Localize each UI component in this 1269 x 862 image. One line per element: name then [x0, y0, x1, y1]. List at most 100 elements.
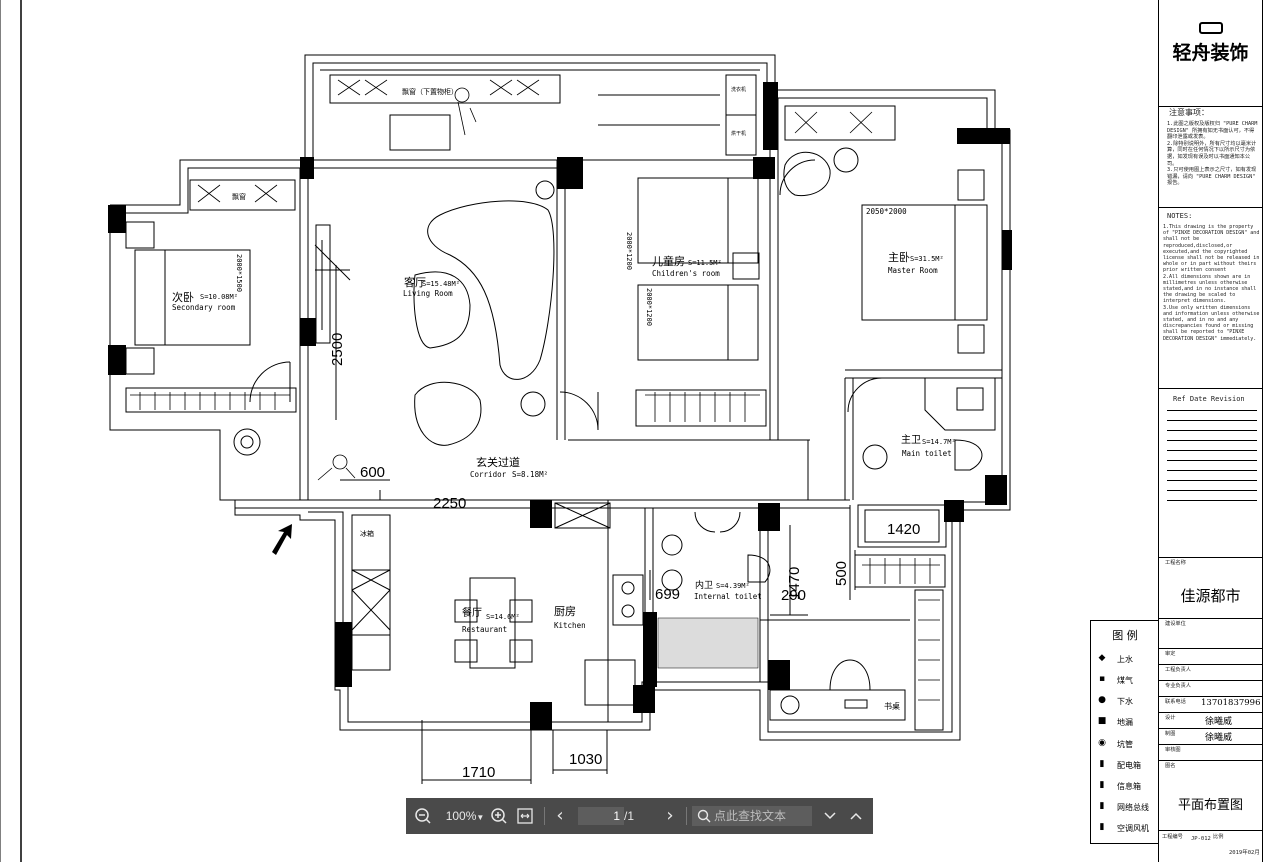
- legend-symbol-icon: ▮: [1099, 801, 1105, 811]
- children-room-cn: 儿童房: [652, 255, 685, 268]
- dimension-1710: 1710: [462, 764, 496, 781]
- notes-cn: 1.此图之版权及版权归 "PURE CHARM DESIGN" 所拥有如无书面认…: [1167, 121, 1258, 187]
- legend-item: ■ 地漏: [1091, 712, 1159, 733]
- bed-children-1-size: 2000*1200: [625, 232, 633, 270]
- previous-page-button[interactable]: ‹: [550, 798, 570, 834]
- legend-item: ▮ 空调风机: [1091, 818, 1159, 839]
- search-next-button[interactable]: [820, 798, 840, 834]
- legend-item: ▮ 网络总线: [1091, 797, 1159, 818]
- master-room-cn: 主卧: [888, 251, 910, 264]
- legend-item-label: 煤气: [1117, 676, 1133, 685]
- legend-item-label: 坑管: [1117, 740, 1133, 749]
- legend-symbol-icon: ▮: [1099, 759, 1105, 769]
- legend-symbol-icon: ■: [1097, 716, 1107, 726]
- legend-symbol-icon: ◉: [1098, 738, 1106, 748]
- bed-master-size: 2050*2000: [866, 207, 907, 216]
- legend-item: ● 下水: [1091, 691, 1159, 712]
- revision-header: Ref Date Revision: [1173, 395, 1245, 403]
- search-previous-button[interactable]: [846, 798, 866, 834]
- legend-symbol-icon: ▪: [1098, 674, 1106, 684]
- company-logo-icon: [1199, 22, 1223, 34]
- notes-en-title: NOTES:: [1167, 212, 1193, 220]
- legend-item: ▮ 配电箱: [1091, 755, 1159, 776]
- field-phone: 联系电话: [1165, 699, 1186, 705]
- scale-label: 比例: [1213, 834, 1224, 840]
- main-toilet-en: Main toilet: [902, 449, 952, 458]
- chevron-right-icon: ›: [666, 805, 674, 826]
- legend-symbol-icon: ▮: [1099, 822, 1105, 832]
- viewer-toolbar: 100%▼ ‹ /1 ›: [406, 798, 873, 834]
- study-desk-label: 书桌: [884, 702, 900, 711]
- dimension-1420: 1420: [887, 521, 921, 538]
- page-number-input[interactable]: [578, 807, 624, 825]
- legend-item-label: 地漏: [1117, 718, 1133, 727]
- legend-item-label: 空调风机: [1117, 824, 1149, 833]
- zoom-out-icon: [415, 808, 431, 824]
- legend-item-label: 信息箱: [1117, 782, 1141, 791]
- legend-item-label: 配电箱: [1117, 761, 1141, 770]
- zoom-in-button[interactable]: [488, 798, 510, 834]
- fit-width-button[interactable]: [514, 798, 536, 834]
- search-input[interactable]: [714, 806, 810, 826]
- fit-width-icon: [517, 808, 533, 824]
- main-toilet-area: S=14.7M²: [922, 438, 956, 446]
- legend-title: 图 例: [1112, 629, 1138, 642]
- drafter-value: 徐曦威: [1205, 733, 1233, 743]
- floor-plan-drawing: [0, 0, 1012, 862]
- chevron-down-icon: [824, 812, 836, 820]
- field-discipline-lead: 专业负责人: [1165, 683, 1191, 689]
- living-room-en: Living Room: [403, 289, 453, 298]
- dimension-600: 600: [360, 464, 386, 481]
- project-name: 佳源都市: [1180, 587, 1241, 605]
- drawing-title: 平面布置图: [1177, 798, 1243, 813]
- designer-value: 徐曦威: [1205, 717, 1233, 727]
- legend-item: ▪ 煤气: [1091, 670, 1159, 691]
- project-label: 工程名称: [1165, 560, 1186, 566]
- children-room-area: S=11.5M²: [688, 259, 722, 267]
- field-review: 审核图: [1165, 747, 1181, 753]
- internal-toilet-cn: 内卫: [695, 581, 714, 591]
- bay-window-secondary-label: 飘窗: [232, 193, 246, 201]
- field-approve: 审定: [1165, 651, 1176, 657]
- internal-toilet-area: S=4.39M²: [716, 582, 750, 590]
- field-drafting: 制图: [1165, 731, 1176, 737]
- drawing-no: JP-012: [1191, 836, 1211, 842]
- field-design: 设计: [1165, 715, 1176, 721]
- legend-symbol-icon: ●: [1098, 695, 1106, 705]
- caret-down-icon: ▼: [476, 813, 485, 822]
- legend-item: ◉ 坑管: [1091, 734, 1159, 755]
- bed-children-2-size: 2000*1200: [645, 288, 653, 326]
- drawing-title-label: 图名: [1165, 763, 1176, 769]
- washer-label: 洗衣机: [731, 87, 747, 93]
- bay-window-label: 飘窗（下置物柜）: [402, 88, 458, 96]
- legend-symbol-icon: ◆: [1098, 653, 1106, 663]
- secondary-room-area: S=10.08M²: [200, 293, 238, 301]
- field-project-lead: 工程负责人: [1165, 667, 1191, 673]
- search-box[interactable]: [692, 806, 812, 826]
- legend-item-label: 下水: [1117, 697, 1133, 706]
- next-page-button[interactable]: ›: [660, 798, 680, 834]
- internal-toilet-en: Internal toilet: [694, 592, 762, 601]
- zoom-select[interactable]: 100%▼: [440, 798, 490, 834]
- restaurant-area: S=14.6M²: [486, 613, 520, 621]
- living-room-area: S=15.48M²: [422, 280, 460, 288]
- corridor-en: Corridor: [470, 470, 507, 479]
- legend-symbol-icon: ▮: [1099, 780, 1105, 790]
- chevron-left-icon: ‹: [556, 805, 564, 826]
- restaurant-en: Restaurant: [462, 625, 508, 634]
- master-room-area: S=31.5M²: [910, 255, 944, 263]
- drawing-date: 2019年02月: [1229, 850, 1260, 856]
- zoom-out-button[interactable]: [412, 798, 434, 834]
- main-toilet-cn: 主卫: [901, 435, 921, 446]
- page-total: /1: [624, 809, 635, 823]
- corridor-cn: 玄关过道: [476, 456, 520, 469]
- kitchen-cn: 厨房: [554, 605, 576, 618]
- zoom-in-icon: [491, 808, 507, 824]
- title-block: 轻舟装饰 注意事项： 1.此图之版权及版权归 "PURE CHARM DESIG…: [1158, 0, 1263, 862]
- chevron-up-icon: [850, 812, 862, 820]
- legend-item: ◆上水: [1091, 649, 1159, 670]
- dimension-290: 290: [781, 587, 807, 604]
- legend-item-label: 网络总线: [1117, 803, 1149, 812]
- field-client: 建设单位: [1165, 621, 1186, 627]
- restaurant-cn: 餐厅: [462, 608, 482, 619]
